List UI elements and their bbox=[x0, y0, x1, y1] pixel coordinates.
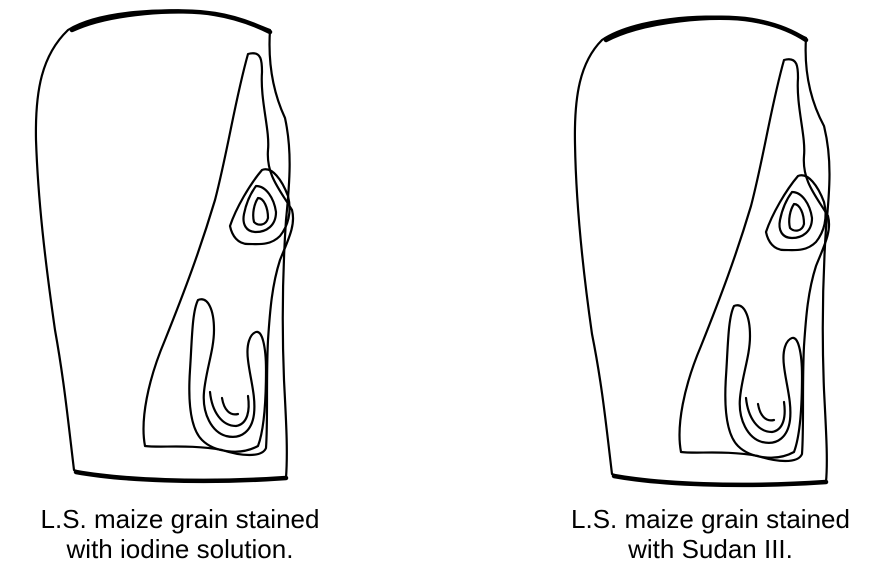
plumule-outer bbox=[766, 175, 826, 250]
radicle-inner-1 bbox=[210, 392, 249, 426]
scutellum-outline bbox=[144, 53, 294, 455]
maize-grain-drawing bbox=[0, 0, 360, 500]
radicle-inner-2 bbox=[222, 398, 238, 414]
grain-bottom-rim bbox=[614, 476, 826, 485]
caption-line-1: L.S. maize grain stained bbox=[540, 504, 881, 534]
plumule-inner-2 bbox=[789, 204, 804, 231]
plumule-inner-2 bbox=[253, 198, 268, 225]
radicle-inner-2 bbox=[758, 404, 774, 420]
caption-line-1: L.S. maize grain stained bbox=[0, 504, 360, 534]
plumule-outer bbox=[230, 169, 290, 244]
maize-grain-drawing bbox=[540, 0, 881, 500]
caption-line-2: with iodine solution. bbox=[0, 534, 360, 564]
maize-grain-figure-iodine: L.S. maize grain stained with iodine sol… bbox=[0, 0, 360, 562]
maize-grain-figure-sudan: L.S. maize grain stained with Sudan III. bbox=[540, 0, 881, 562]
grain-outline bbox=[36, 10, 290, 481]
grain-top-rim bbox=[606, 18, 806, 40]
scutellum-outline bbox=[680, 59, 830, 461]
grain-bottom-rim bbox=[76, 472, 286, 481]
radicle-outer bbox=[725, 305, 802, 457]
grain-top-rim bbox=[72, 11, 270, 32]
caption-iodine: L.S. maize grain stained with iodine sol… bbox=[0, 504, 360, 564]
radicle-inner-1 bbox=[746, 398, 785, 432]
caption-sudan: L.S. maize grain stained with Sudan III. bbox=[540, 504, 881, 564]
caption-line-2: with Sudan III. bbox=[540, 534, 881, 564]
radicle-outer bbox=[189, 299, 266, 451]
